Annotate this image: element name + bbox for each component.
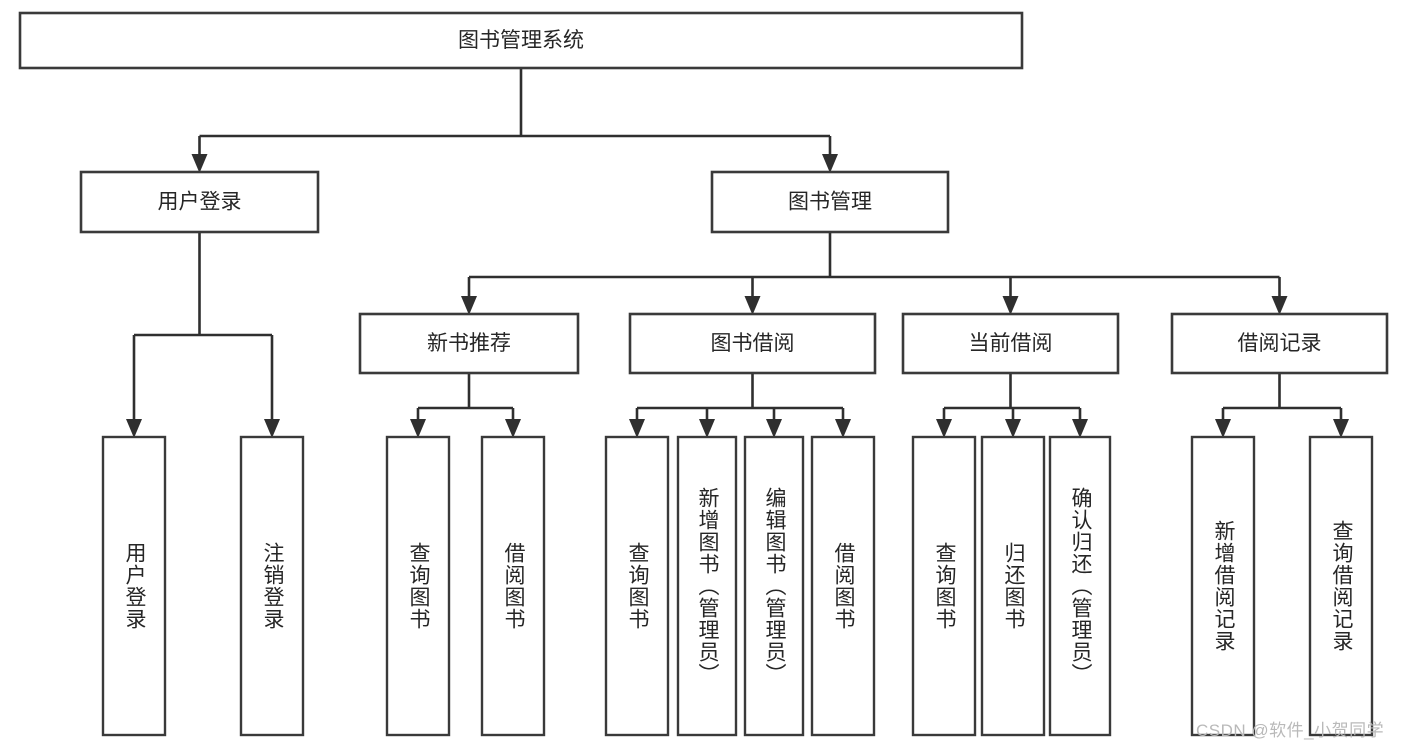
node-label-l3-new-book: 新书推荐 <box>427 332 511 355</box>
node-label-leaf-rec-add: 新增借阅记录 <box>1212 520 1236 652</box>
node-box-leaf-cur-confirm[interactable] <box>1048 435 1112 737</box>
node-box-leaf-bb-edit[interactable] <box>743 435 805 737</box>
node-box-l3-borrow[interactable] <box>628 312 877 375</box>
arrow-head-icon <box>1271 296 1288 315</box>
arrow-head-icon <box>191 154 208 173</box>
arrow-head-icon <box>1005 419 1021 438</box>
node-label-leaf-bb-add: 新增图书（管理员） <box>696 487 720 685</box>
node-label-l2-book-manage: 图书管理 <box>788 191 872 214</box>
node-box-l2-book-manage[interactable] <box>710 170 950 234</box>
arrow-head-icon <box>835 419 851 438</box>
arrow-head-icon <box>699 419 715 438</box>
node-label-leaf-nb-query: 查询图书 <box>407 542 431 630</box>
node-box-leaf-logout[interactable] <box>239 435 305 737</box>
node-box-l3-new-book[interactable] <box>358 312 580 375</box>
node-label-leaf-bb-edit: 编辑图书（管理员） <box>763 487 787 685</box>
node-label-leaf-cur-return: 归还图书 <box>1002 542 1026 630</box>
node-label-leaf-user-login: 用户登录 <box>123 542 147 630</box>
node-box-l3-current[interactable] <box>901 312 1120 375</box>
node-box-leaf-nb-borrow[interactable] <box>480 435 546 737</box>
arrow-head-icon <box>126 419 142 438</box>
arrow-head-icon <box>1215 419 1231 438</box>
node-label-leaf-cur-query: 查询图书 <box>933 542 957 630</box>
node-box-leaf-bb-borrow[interactable] <box>810 435 876 737</box>
node-box-l3-record[interactable] <box>1170 312 1389 375</box>
arrow-head-icon <box>766 419 782 438</box>
arrow-head-icon <box>264 419 280 438</box>
arrow-head-icon <box>744 296 761 315</box>
node-label-leaf-nb-borrow: 借阅图书 <box>502 542 526 630</box>
arrow-head-icon <box>936 419 952 438</box>
node-box-leaf-nb-query[interactable] <box>385 435 451 737</box>
arrow-head-icon <box>461 296 477 315</box>
arrow-head-icon <box>1333 419 1349 438</box>
node-box-leaf-bb-query[interactable] <box>604 435 670 737</box>
node-label-l3-record: 借阅记录 <box>1238 332 1322 355</box>
node-label-root: 图书管理系统 <box>458 29 584 52</box>
arrow-head-icon <box>1002 296 1019 315</box>
node-box-l2-user-login[interactable] <box>79 170 320 234</box>
arrow-head-icon <box>822 154 838 173</box>
arrow-head-icon <box>410 419 426 438</box>
node-label-leaf-bb-query: 查询图书 <box>626 542 650 630</box>
node-box-leaf-user-login[interactable] <box>101 435 167 737</box>
node-label-leaf-logout: 注销登录 <box>261 542 285 630</box>
node-box-leaf-bb-add[interactable] <box>676 435 738 737</box>
connector-layer <box>126 68 1349 438</box>
csdn-watermark: CSDN @软件_小贺同学 <box>1196 721 1385 740</box>
arrow-head-icon <box>505 419 521 438</box>
node-box-leaf-cur-return[interactable] <box>980 435 1046 737</box>
arrow-head-icon <box>1072 419 1088 438</box>
node-box-leaf-cur-query[interactable] <box>911 435 977 737</box>
node-label-leaf-bb-borrow: 借阅图书 <box>832 542 856 630</box>
node-label-l3-current: 当前借阅 <box>969 332 1053 355</box>
node-label-l3-borrow: 图书借阅 <box>711 332 795 355</box>
node-box-leaf-rec-query[interactable] <box>1308 435 1374 737</box>
node-box-layer <box>18 11 1389 737</box>
node-label-leaf-rec-query: 查询借阅记录 <box>1330 520 1354 652</box>
node-box-leaf-rec-add[interactable] <box>1190 435 1256 737</box>
node-box-root[interactable] <box>18 11 1024 70</box>
arrow-head-icon <box>629 419 645 438</box>
node-label-leaf-cur-confirm: 确认归还（管理员） <box>1069 487 1093 685</box>
node-label-l2-user-login: 用户登录 <box>158 191 242 214</box>
